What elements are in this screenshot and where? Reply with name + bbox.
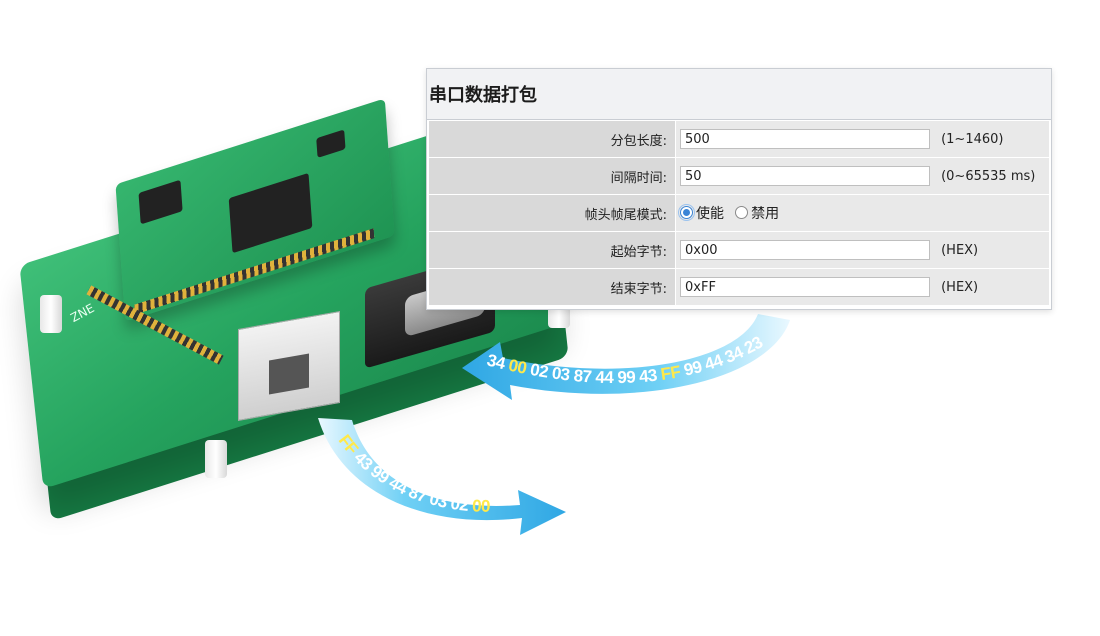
byte-value: 99 [678, 357, 704, 381]
serial-packing-panel: 串口数据打包 分包长度: (1~1460) 间隔时间: (0~65535 ms)… [426, 68, 1052, 310]
panel-title: 串口数据打包 [429, 85, 537, 106]
settings-form: 分包长度: (1~1460) 间隔时间: (0~65535 ms) 帧头帧尾模式… [429, 121, 1049, 306]
standoff [40, 295, 62, 333]
start-byte-input[interactable] [680, 240, 930, 261]
start-byte-label: 起始字节: [429, 231, 676, 269]
panel-header: 串口数据打包 [427, 69, 1051, 120]
byte-value: 23 [738, 333, 766, 360]
frame-mode-disable-label: 禁用 [751, 205, 780, 222]
interval-cell: (0~65535 ms) [675, 157, 1049, 195]
interval-label: 间隔时间: [429, 157, 676, 195]
interval-input[interactable] [680, 166, 930, 187]
small-chip [316, 129, 346, 158]
packet-length-input[interactable] [680, 129, 930, 150]
frame-mode-enable-label: 使能 [696, 205, 724, 222]
interval-hint: (0~65535 ms) [941, 168, 1036, 184]
end-byte-hint: (HEX) [941, 279, 979, 295]
row-end-byte: 结束字节: (HEX) [429, 268, 1049, 306]
end-byte-label: 结束字节: [429, 268, 676, 306]
row-packet-length: 分包长度: (1~1460) [429, 121, 1049, 158]
byte-value: 44 [699, 350, 727, 375]
rj45-port [238, 311, 340, 421]
standoff [205, 440, 227, 478]
main-chip [228, 172, 313, 254]
start-byte-hint: (HEX) [941, 242, 979, 258]
frame-mode-enable-radio[interactable] [678, 204, 695, 222]
row-interval: 间隔时间: (0~65535 ms) [429, 157, 1049, 195]
byte-value: 43 [634, 366, 657, 387]
end-byte-cell: (HEX) [675, 268, 1049, 306]
row-frame-mode: 帧头帧尾模式: 使能 禁用 [429, 194, 1049, 232]
start-byte-cell: (HEX) [675, 231, 1049, 269]
frame-mode-cell: 使能 禁用 [675, 194, 1049, 232]
frame-mode-label: 帧头帧尾模式: [429, 194, 676, 232]
byte-value: 34 [718, 342, 746, 368]
packet-length-cell: (1~1460) [675, 121, 1049, 158]
frame-mode-disable-radio[interactable] [735, 206, 749, 220]
packet-length-label: 分包长度: [429, 121, 676, 158]
row-start-byte: 起始字节: (HEX) [429, 231, 1049, 269]
packet-length-hint: (1~1460) [941, 131, 1004, 147]
transformer-chip [138, 179, 183, 225]
frame-mode-enable-option[interactable]: 使能 [678, 203, 724, 223]
frame-mode-disable-option[interactable]: 禁用 [735, 203, 779, 223]
end-byte-input[interactable] [680, 277, 930, 298]
byte-value: FF [656, 362, 682, 384]
